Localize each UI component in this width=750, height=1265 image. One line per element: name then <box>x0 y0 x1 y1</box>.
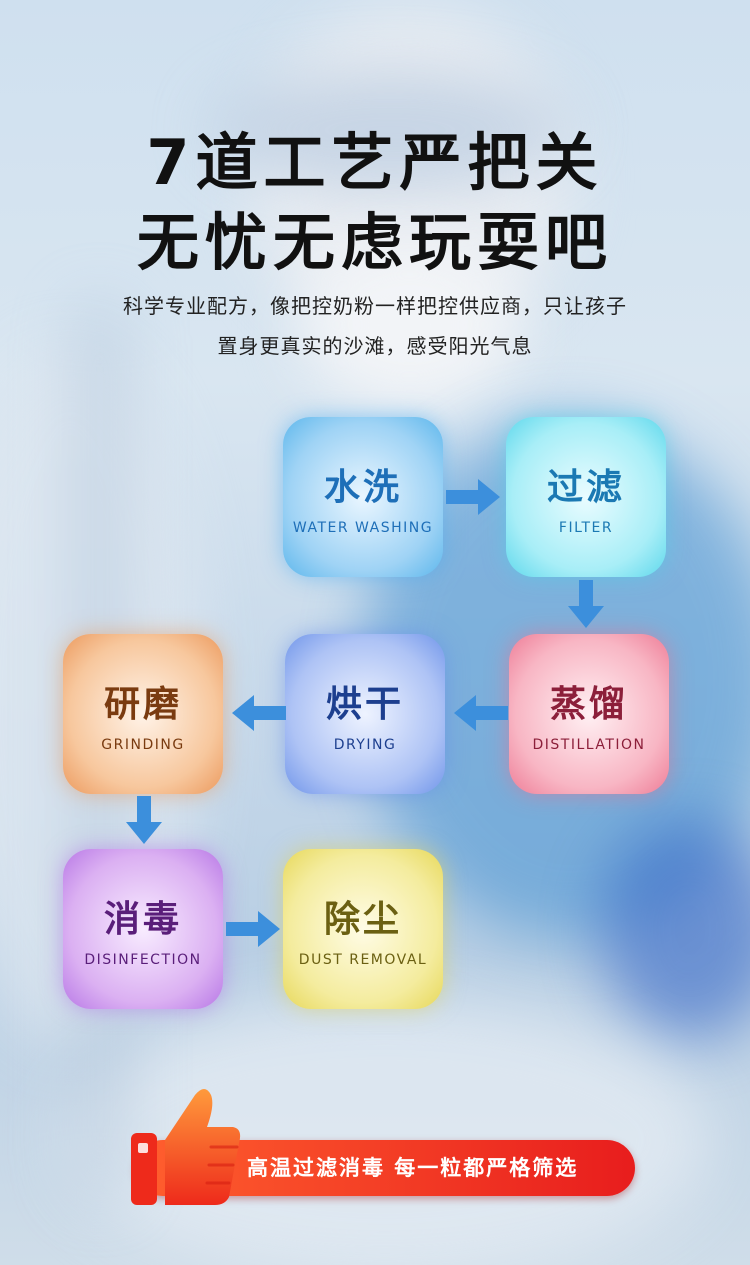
thumbs-up-icon <box>131 1089 241 1205</box>
subtitle-line-1: 科学专业配方，像把控奶粉一样把控供应商，只让孩子 <box>123 294 627 318</box>
step-cn-label: 水洗 <box>323 467 402 508</box>
step-cn-label: 蒸馏 <box>549 684 628 725</box>
step-drying: 烘干 DRYING <box>285 634 445 794</box>
step-cn-label: 烘干 <box>325 684 404 725</box>
step-grinding: 研磨 GRINDING <box>63 634 223 794</box>
step-cn-label: 消毒 <box>103 899 182 940</box>
step-en-label: GRINDING <box>101 737 185 753</box>
arrow-icon <box>232 695 286 731</box>
banner-text: 高温过滤消毒 每一粒都严格筛选 <box>247 1156 579 1180</box>
step-en-label: DUST REMOVAL <box>298 952 428 968</box>
arrow-icon <box>568 580 604 628</box>
step-en-label: DRYING <box>333 737 397 753</box>
step-disinfection: 消毒 DISINFECTION <box>63 849 223 1009</box>
arrow-icon <box>446 479 500 515</box>
title-line-1: 7道工艺严把关 <box>146 126 604 199</box>
title-line-2: 无忧无虑玩耍吧 <box>136 206 613 279</box>
step-distillation: 蒸馏 DISTILLATION <box>509 634 669 794</box>
step-en-label: DISINFECTION <box>84 952 202 968</box>
step-water-washing: 水洗 WATER WASHING <box>283 417 443 577</box>
background-blur-goggles <box>210 70 570 190</box>
step-filter: 过滤 FILTER <box>506 417 666 577</box>
step-dust-removal: 除尘 DUST REMOVAL <box>283 849 443 1009</box>
arrow-icon <box>126 796 162 844</box>
arrow-icon <box>226 911 280 947</box>
background-blur-mask <box>300 240 520 410</box>
background-blur-bottom <box>60 1000 710 1265</box>
step-cn-label: 研磨 <box>103 684 182 725</box>
subtitle-line-2: 置身更真实的沙滩，感受阳光气息 <box>217 334 533 358</box>
step-en-label: WATER WASHING <box>292 520 434 536</box>
step-en-label: FILTER <box>558 520 614 536</box>
step-cn-label: 除尘 <box>323 899 402 940</box>
step-en-label: DISTILLATION <box>532 737 646 753</box>
background-blur-glove <box>600 820 750 1040</box>
arrow-icon <box>454 695 508 731</box>
step-cn-label: 过滤 <box>546 467 625 508</box>
